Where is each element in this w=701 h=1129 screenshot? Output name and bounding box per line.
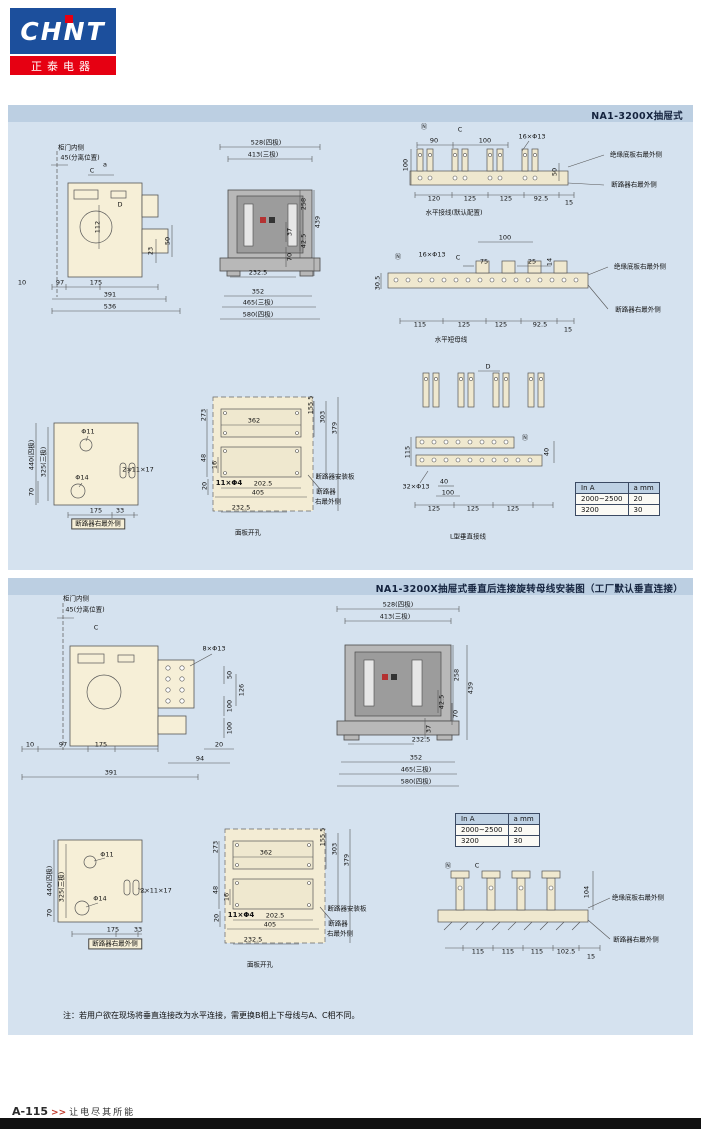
section2-drawings-canvas [21,603,611,951]
spec2-cell: 2000~2500 [455,824,509,836]
brand-text: 正泰电器 [31,59,95,73]
drawing-side-view [51,151,181,314]
spec-table-1: In A a mm 2000~2500 20 3200 30 [575,482,660,516]
drawing-panel-cutout2 [218,828,351,945]
footer: A-115>>让电尽其所能 [12,1100,135,1119]
spec1-cell: 20 [627,493,660,505]
spec2-header-a: a mm [507,813,540,825]
drawing-mounting-plate2 [53,839,147,937]
drawing-panel-cutout [206,396,339,513]
drawing-front-view2 [336,606,468,787]
spec1-cell: 30 [627,504,660,516]
spec1-cell: 2000~2500 [575,493,629,505]
spec2-cell: 30 [507,835,540,847]
drawing-vertical-bus [437,870,611,951]
drawing-mounting-plate [35,422,139,518]
footer-bar [0,1118,701,1129]
usage-note: 注：若用户欲在现场将垂直连接改为水平连接，需更换B相上下母线与A、C相不同。 [63,1011,360,1020]
section2-title: NA1-3200X抽屉式垂直后连接旋转母线安装图（工厂默认垂直连接） [8,578,693,595]
drawing-front-view [219,144,321,320]
drawing-l-vertical-bus [410,370,555,508]
footer-slogan: 让电尽其所能 [69,1108,136,1118]
drawing-side-view-vertical [21,603,237,780]
chint-logo: CHNT [10,8,116,54]
footer-chevrons: >> [51,1108,67,1118]
page-number: A-115 [12,1105,49,1118]
logo-accent [65,15,73,23]
section1-title: NA1-3200X抽屉式 [8,105,693,122]
section1-drawings-canvas [35,140,609,518]
drawing-horizontal-bus [409,140,605,198]
spec1-header-a: a mm [627,482,660,494]
drawing-horizontal-short-bus [380,241,609,324]
spec2-cell: 3200 [455,835,509,847]
section-vertical-connection: NA1-3200X抽屉式垂直后连接旋转母线安装图（工厂默认垂直连接） [8,578,693,1035]
section-drawer-type: NA1-3200X抽屉式 [8,105,693,570]
spec1-cell: 3200 [575,504,629,516]
spec1-header-in: In A [575,482,629,494]
logo-text: CHNT [20,16,106,46]
spec-table-2: In A a mm 2000~2500 20 3200 30 [455,813,540,847]
brand-bar: 正泰电器 [10,56,116,75]
spec2-cell: 20 [507,824,540,836]
spec2-header-in: In A [455,813,509,825]
